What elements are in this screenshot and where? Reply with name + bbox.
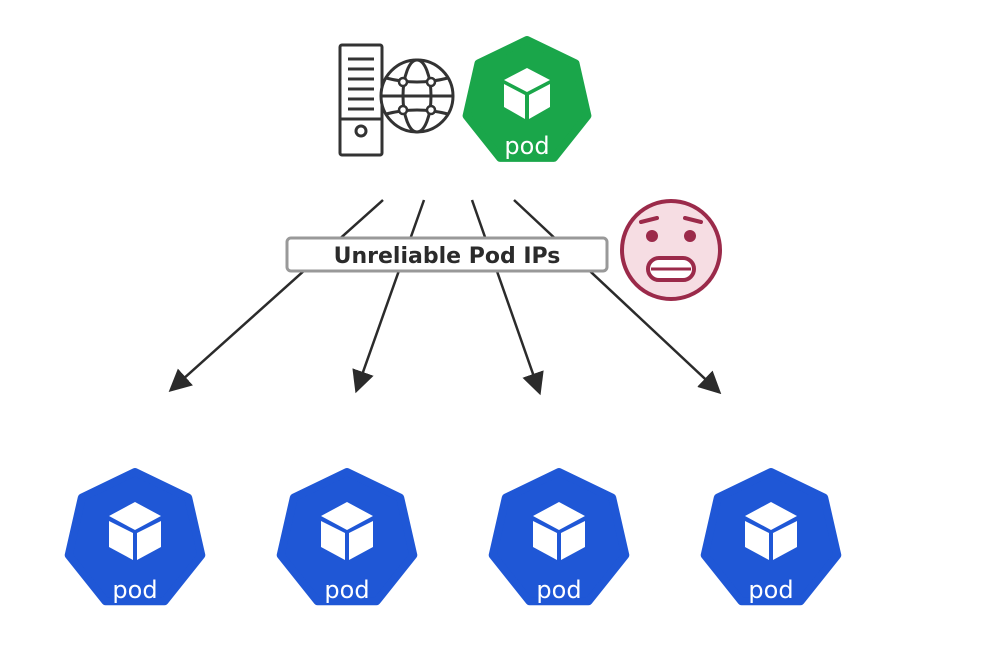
arrow-3 [470, 199, 544, 396]
target-pod-heptagon [700, 468, 842, 606]
server-icon [338, 43, 384, 157]
cube-icon [745, 502, 797, 560]
target-pod: pod [488, 468, 630, 606]
target-pod-label: pod [112, 576, 157, 604]
source-pod-heptagon [462, 36, 592, 162]
arrows [168, 199, 722, 396]
cube-icon [109, 502, 161, 560]
cube-icon [321, 502, 373, 560]
target-pod-heptagon [276, 468, 418, 606]
unreliable-ips-banner: Unreliable Pod IPs [285, 236, 609, 273]
worried-face-icon [620, 199, 722, 301]
arrow-1 [168, 199, 384, 393]
banner-text: Unreliable Pod IPs [334, 244, 561, 269]
source-pod: pod [462, 36, 592, 162]
arrow-4 [513, 199, 722, 395]
globe-icon [379, 58, 455, 134]
target-pod-label: pod [748, 576, 793, 604]
cube-icon [504, 68, 550, 119]
target-pod-heptagon [64, 468, 206, 606]
arrow-2 [352, 199, 426, 394]
target-pod: pod [64, 468, 206, 606]
source-pod-label: pod [504, 132, 549, 160]
target-pod: pod [276, 468, 418, 606]
target-pod: pod [700, 468, 842, 606]
target-pod-label: pod [324, 576, 369, 604]
target-pod-label: pod [536, 576, 581, 604]
target-pod-heptagon [488, 468, 630, 606]
cube-icon [533, 502, 585, 560]
